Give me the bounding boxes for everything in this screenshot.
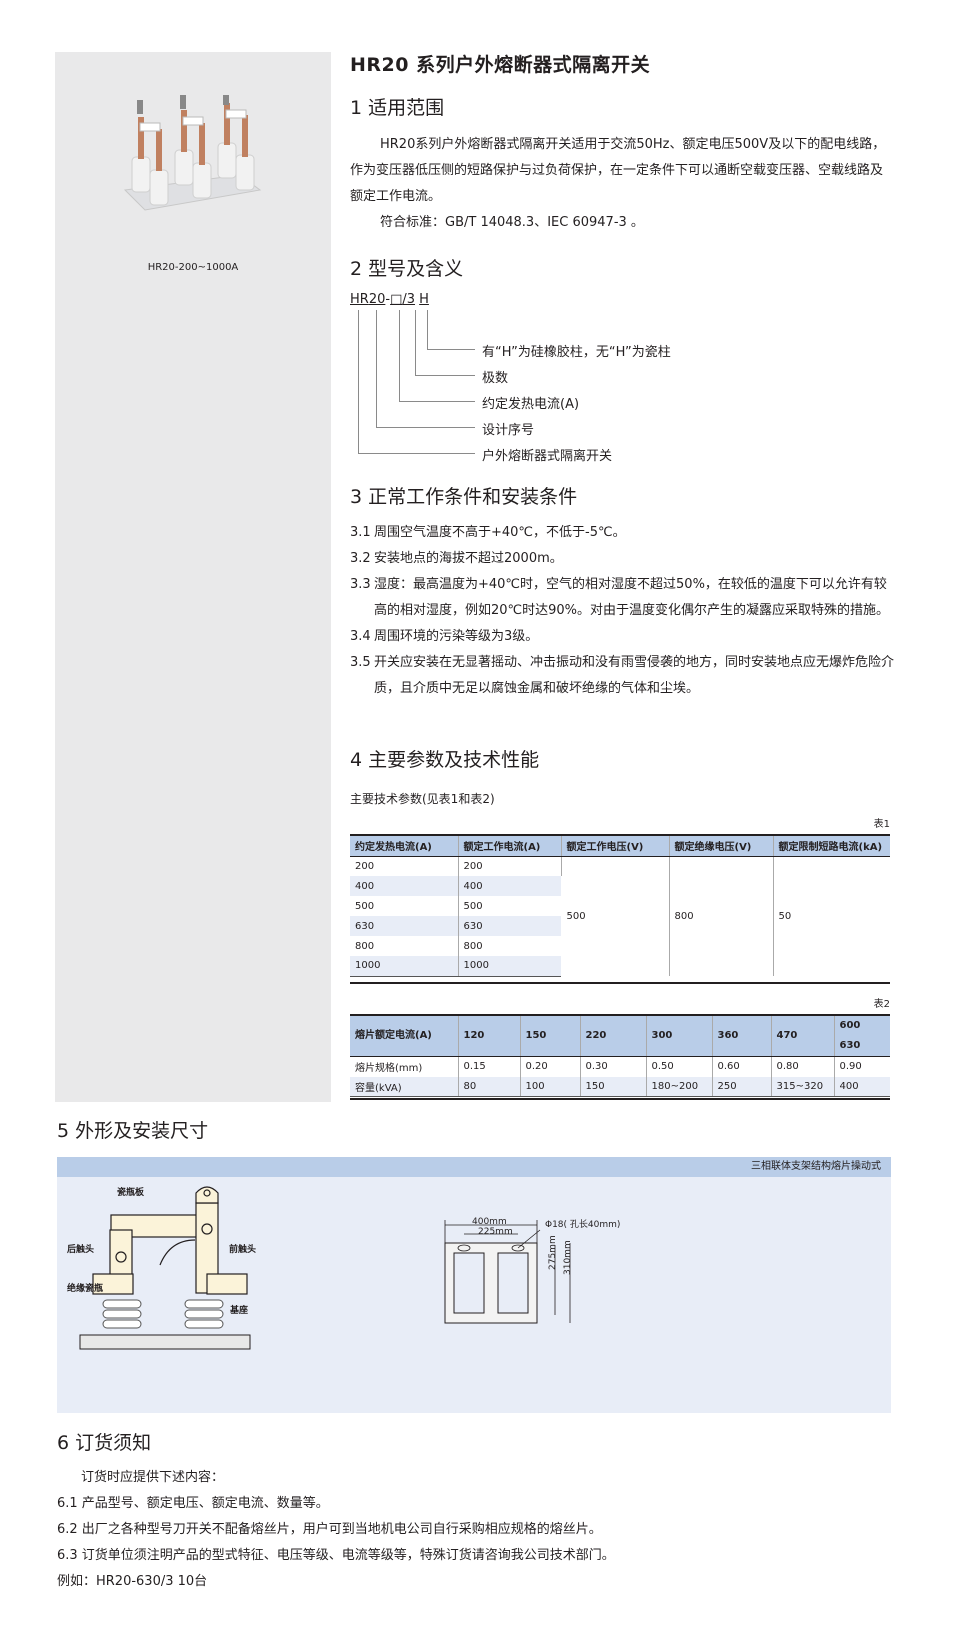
section3-heading: 3 正常工作条件和安装条件	[350, 486, 578, 508]
section5-heading: 5 外形及安装尺寸	[57, 1120, 209, 1142]
dim-height-inner: 275mm	[548, 1235, 558, 1270]
short-circuit-current: 50	[778, 910, 792, 922]
connector-line	[415, 310, 475, 376]
table2-label: 表2	[873, 999, 890, 1010]
table1-header: 额定工作电流(A)	[458, 834, 562, 857]
meaning-h: 有“H”为硅橡胶柱，无“H”为瓷柱	[482, 345, 671, 360]
ordering-item: 6.2 出厂之各种型号刀开关不配备熔丝片，用户可到当地机电公司自行采购相应规格的…	[57, 1522, 602, 1537]
table1-label: 表1	[873, 819, 890, 830]
table1-header: 额定工作电压(V)	[561, 834, 670, 857]
product-caption: HR20-200~1000A	[147, 262, 239, 273]
side-view-diagram	[79, 1186, 251, 1350]
label-rear-contact: 后触头	[67, 1245, 95, 1255]
page-title: HR20 系列户外熔断器式隔离开关	[350, 54, 651, 76]
table1: 约定发热电流(A) 额定工作电流(A) 额定工作电压(V) 额定绝缘电压(V) …	[350, 834, 890, 977]
ordering-item: 6.1 产品型号、额定电压、额定电流、数量等。	[57, 1496, 329, 1511]
ordering-example: 例如：HR20-630/3 10台	[57, 1574, 208, 1589]
meaning-type: 户外熔断器式隔离开关	[482, 449, 613, 464]
model-part-box: □	[390, 292, 403, 307]
ordering-intro: 订货时应提供下述内容：	[81, 1470, 225, 1485]
mounting-diagram	[444, 1220, 571, 1324]
section1-heading: 1 适用范围	[350, 97, 445, 119]
dim-width-outer: 400mm	[472, 1217, 507, 1227]
section4-subheading: 主要技术参数(见表1和表2)	[350, 792, 495, 806]
meaning-design: 设计序号	[482, 423, 535, 438]
connector-line	[376, 310, 475, 428]
product-image-panel	[55, 52, 331, 1102]
label-base: 基座	[230, 1306, 249, 1316]
product-photo	[123, 95, 262, 211]
model-part-hr: HR	[350, 292, 369, 307]
connector-line	[399, 310, 475, 402]
meaning-poles: 极数	[482, 371, 509, 386]
ordering-notes: 订货时应提供下述内容： 6.1 产品型号、额定电压、额定电流、数量等。 6.2 …	[57, 1465, 615, 1595]
label-insulator: 绝缘瓷瓶	[67, 1284, 104, 1294]
dim-hole: Φ18( 孔长40mm)	[545, 1220, 621, 1230]
table1-header: 约定发热电流(A)	[350, 834, 459, 857]
table-row: 200 200 500 800 50	[350, 856, 890, 976]
table1-header: 额定限制短路电流(kA)	[773, 834, 890, 857]
section6-heading: 6 订货须知	[57, 1432, 152, 1454]
table1-rule	[350, 982, 890, 984]
section4-heading: 4 主要参数及技术性能	[350, 749, 540, 771]
meaning-current: 约定发热电流(A)	[482, 397, 580, 412]
label-front-contact: 前触头	[229, 1245, 257, 1255]
model-part-poles: /3	[402, 292, 416, 307]
ordering-item: 6.3 订货单位须注明产品的型式特征、电压等级、电流等级等，特殊订货请咨询我公司…	[57, 1548, 615, 1563]
table-row: 容量(kVA) 80 100 150 180~200 250 315~320 4…	[350, 1076, 890, 1097]
section1-paragraph: HR20系列户外熔断器式隔离开关适用于交流50Hz、额定电压500V及以下的配电…	[350, 137, 886, 204]
label-plate: 瓷瓶板	[117, 1188, 145, 1198]
connector-line	[427, 310, 475, 350]
dimension-bar: 三相联体支架结构熔片操动式	[57, 1157, 891, 1177]
section1-standard: 符合标准：GB/T 14048.3、IEC 60947-3 。	[380, 215, 644, 230]
table1-header: 额定绝缘电压(V)	[669, 834, 774, 857]
table2-header: 熔片额定电流(A)	[350, 1014, 459, 1057]
dim-width-inner: 225mm	[478, 1227, 513, 1237]
connector-line	[358, 310, 475, 454]
table-row: 熔片规格(mm) 0.15 0.20 0.30 0.50 0.60 0.80 0…	[350, 1056, 890, 1077]
dim-height-outer: 310mm	[563, 1240, 573, 1275]
table2-rule	[350, 1098, 890, 1100]
model-part-20: 20	[368, 292, 386, 307]
insulation-voltage: 800	[669, 856, 774, 976]
section2-heading: 2 型号及含义	[350, 258, 464, 280]
rated-voltage: 500	[561, 856, 670, 976]
model-part-dash: -	[385, 292, 391, 307]
model-code: HR20-□/3 H	[350, 292, 429, 307]
model-part-h: H	[419, 292, 429, 307]
